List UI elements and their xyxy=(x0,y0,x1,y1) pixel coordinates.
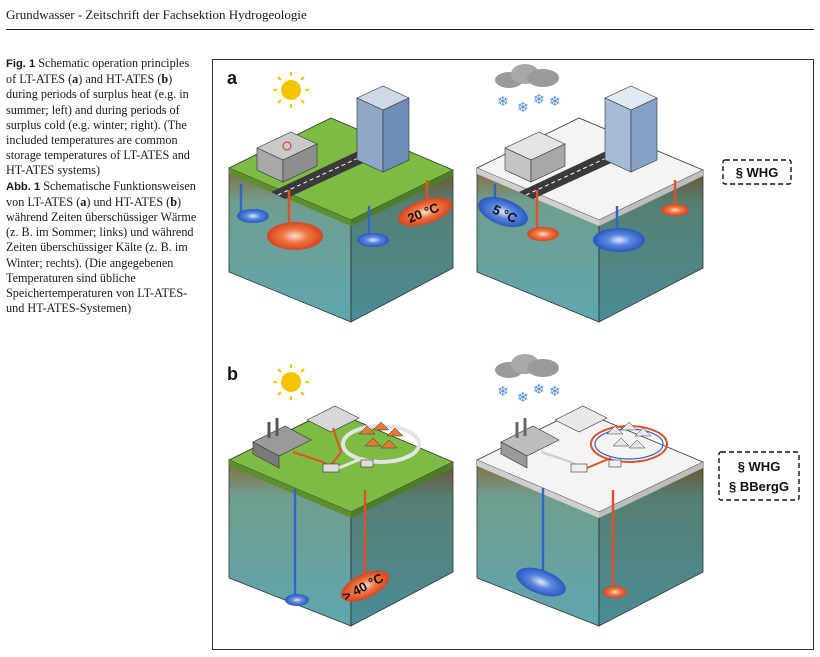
law-label-a: § WHG xyxy=(736,165,779,180)
header-rule xyxy=(6,29,814,30)
sun-icon xyxy=(273,364,309,400)
snowflake-icon: ❄❄ ❄❄ xyxy=(497,382,561,406)
law-box-a: § WHG xyxy=(722,159,792,185)
svg-text:❄: ❄ xyxy=(497,94,509,110)
block-b-winter xyxy=(476,405,704,627)
panel-label-b: b xyxy=(227,364,238,384)
caption-text: ) während Zeiten überschüssiger Wärme (z… xyxy=(6,194,197,316)
caption-bold: a xyxy=(80,194,87,209)
svg-text:❄: ❄ xyxy=(549,384,561,400)
svg-text:❄: ❄ xyxy=(517,390,529,406)
caption-text: ) and HT-ATES ( xyxy=(78,72,162,87)
svg-text:❄: ❄ xyxy=(533,92,545,108)
svg-text:❄: ❄ xyxy=(533,382,545,398)
panel-label-a: a xyxy=(227,68,238,88)
block-b-summer xyxy=(228,405,454,627)
svg-text:❄: ❄ xyxy=(497,384,509,400)
block-a-winter xyxy=(476,85,704,323)
caption-text: Schematic operation principles of LT-ATE… xyxy=(6,56,190,87)
cloud-icon xyxy=(495,354,559,378)
law-label-b-bbergg: § BBergG xyxy=(729,479,789,494)
snowflake-icon: ❄❄ ❄❄ xyxy=(497,92,561,116)
svg-text:❄: ❄ xyxy=(517,100,529,116)
figure-caption: Fig. 1 Schematic operation principles of… xyxy=(6,56,202,316)
svg-text:❄: ❄ xyxy=(549,94,561,110)
sun-icon xyxy=(273,72,309,108)
caption-english: Fig. 1 Schematic operation principles of… xyxy=(6,56,202,179)
caption-text: ) und HT-ATES ( xyxy=(86,194,171,209)
caption-german: Abb. 1 Schematische Funktionsweisen von … xyxy=(6,179,202,317)
cloud-icon xyxy=(495,64,559,88)
caption-text: ) during periods of surplus heat (e.g. i… xyxy=(6,72,190,178)
caption-label-en: Fig. 1 xyxy=(6,58,36,70)
caption-bold: b xyxy=(161,72,169,87)
block-a-summer xyxy=(228,85,454,323)
ates-schematic: a 20 °C xyxy=(227,64,800,627)
law-box-b: § WHG § BBergG xyxy=(718,451,800,501)
journal-header: Grundwasser - Zeitschrift der Fachsektio… xyxy=(6,7,307,22)
caption-bold: b xyxy=(170,194,177,209)
law-label-b-whg: § WHG xyxy=(738,459,781,474)
caption-bold: a xyxy=(72,72,79,87)
figure-frame: a 20 °C xyxy=(212,59,814,650)
caption-text: Schematische Funktionsweisen von LT-ATES… xyxy=(6,178,196,209)
caption-label-de: Abb. 1 xyxy=(6,180,41,193)
